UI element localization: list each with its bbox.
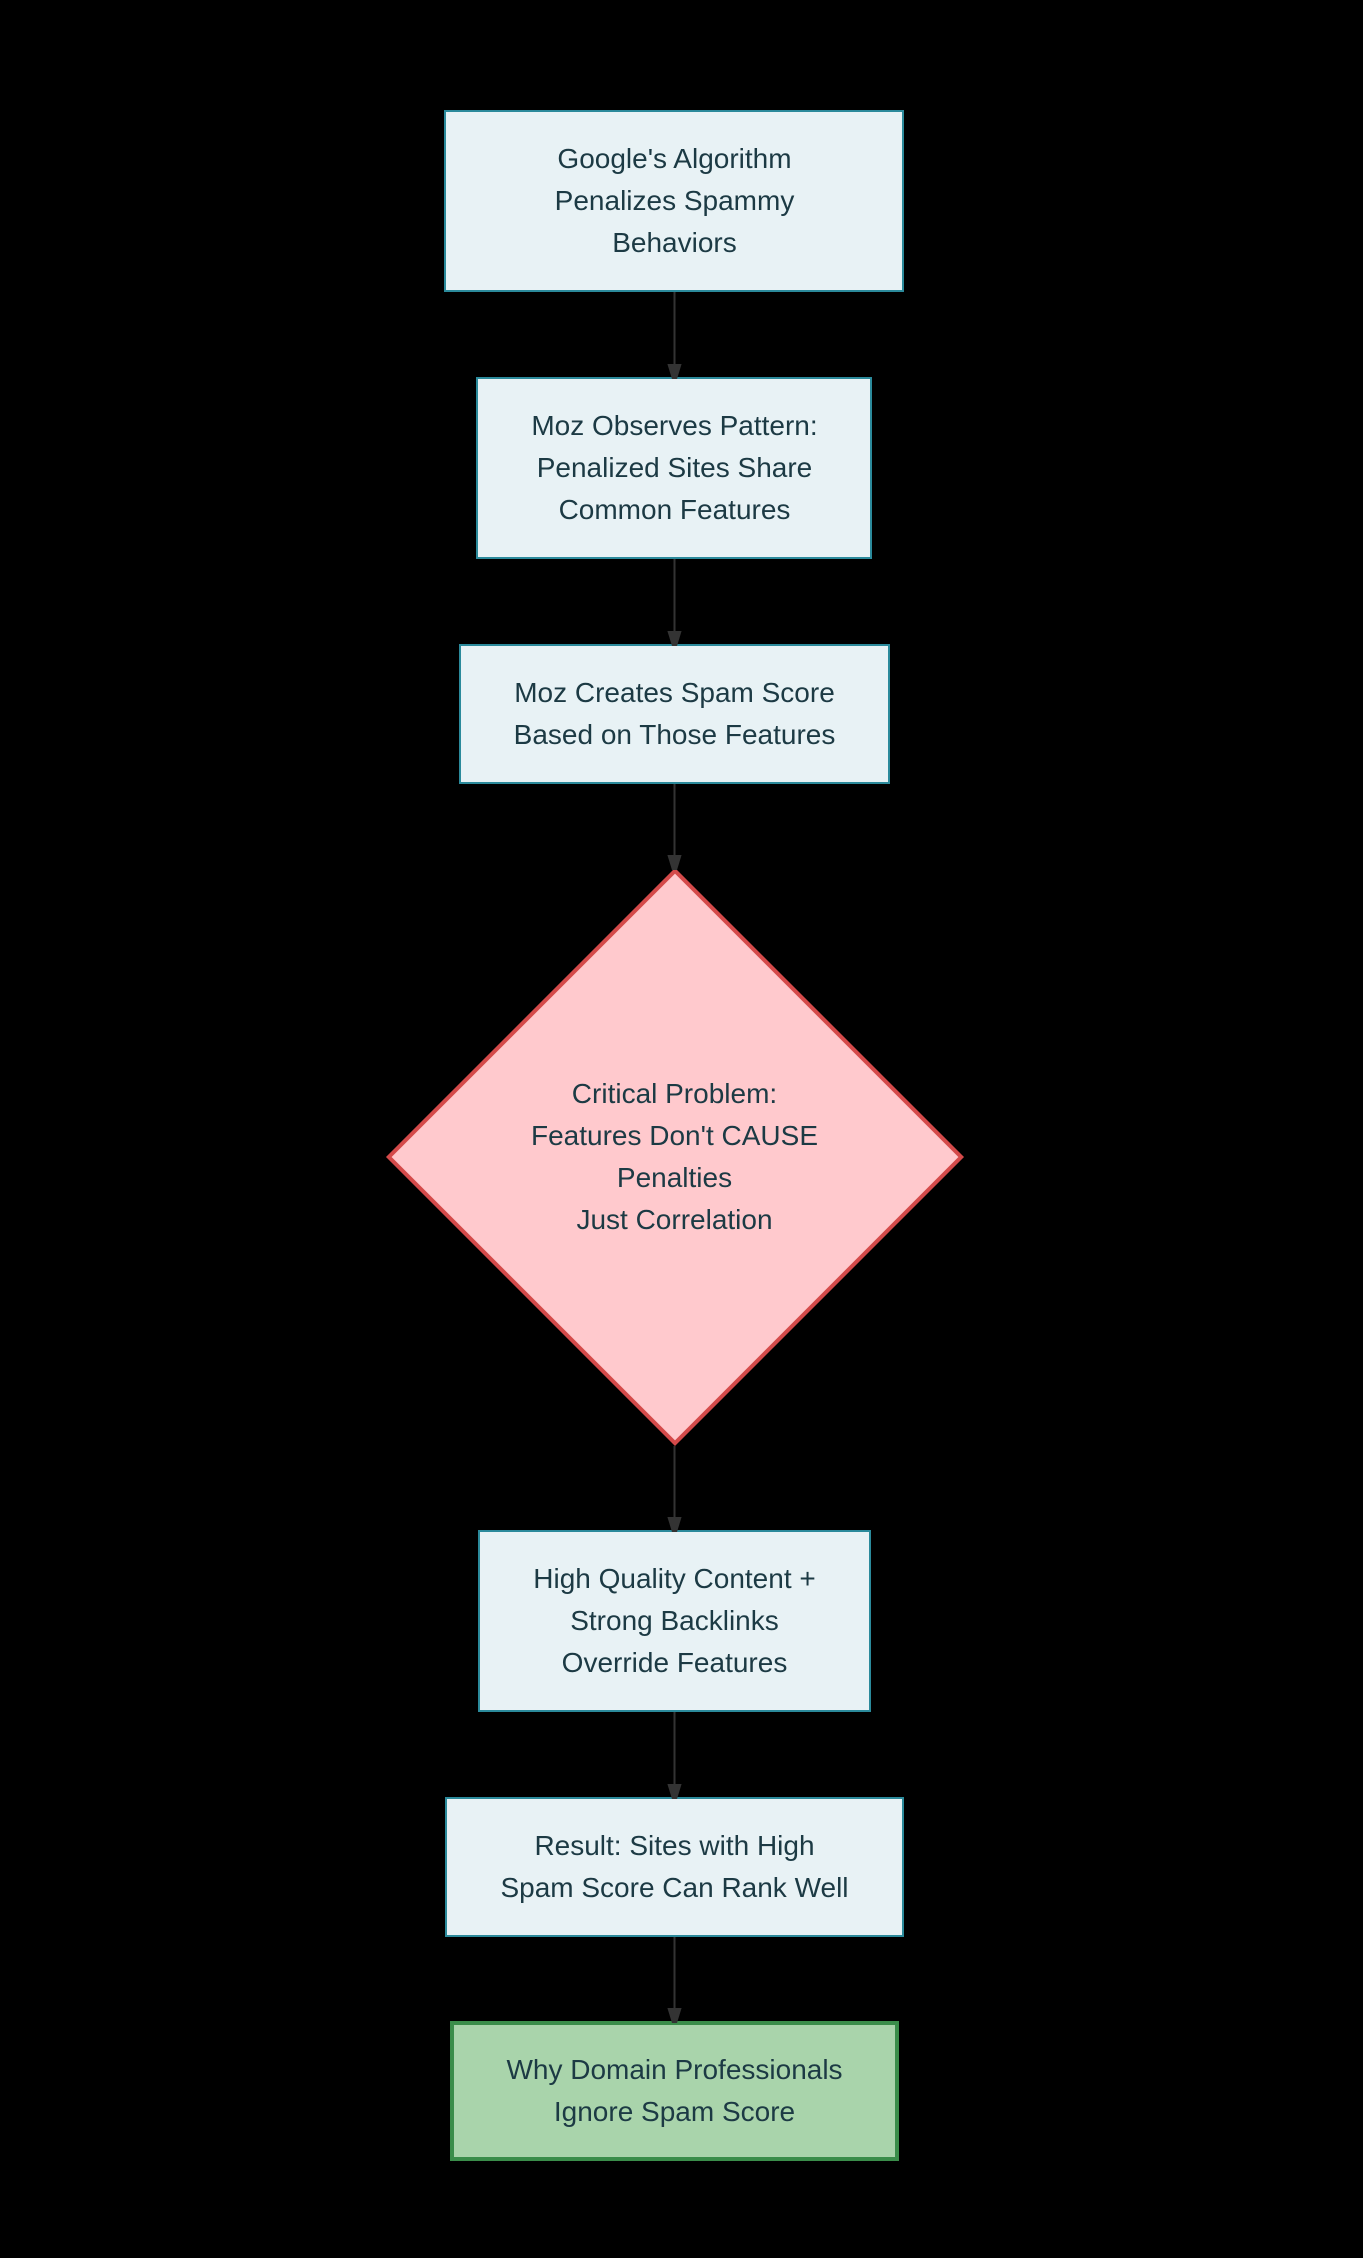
svg-text:Override Features: Override Features xyxy=(562,1647,788,1678)
svg-text:Google's Algorithm: Google's Algorithm xyxy=(557,143,791,174)
svg-text:Based on Those Features: Based on Those Features xyxy=(514,719,836,750)
svg-text:Penalizes Spammy: Penalizes Spammy xyxy=(555,185,795,216)
svg-text:Strong Backlinks: Strong Backlinks xyxy=(570,1605,779,1636)
svg-text:High Quality Content +: High Quality Content + xyxy=(533,1563,816,1594)
svg-text:Penalized Sites Share: Penalized Sites Share xyxy=(537,452,813,483)
svg-text:Features Don't CAUSE: Features Don't CAUSE xyxy=(531,1120,818,1151)
svg-text:Moz Creates Spam Score: Moz Creates Spam Score xyxy=(514,677,835,708)
svg-text:Just Correlation: Just Correlation xyxy=(576,1204,772,1235)
svg-text:Moz Observes Pattern:: Moz Observes Pattern: xyxy=(531,410,817,441)
svg-text:Ignore Spam Score: Ignore Spam Score xyxy=(554,2096,795,2127)
svg-text:Behaviors: Behaviors xyxy=(612,227,737,258)
svg-text:Critical Problem:: Critical Problem: xyxy=(572,1078,777,1109)
svg-text:Common Features: Common Features xyxy=(559,494,791,525)
svg-text:Why Domain Professionals: Why Domain Professionals xyxy=(506,2054,842,2085)
svg-text:Result: Sites with High: Result: Sites with High xyxy=(534,1830,814,1861)
svg-text:Spam Score Can Rank Well: Spam Score Can Rank Well xyxy=(500,1872,848,1903)
svg-text:Penalties: Penalties xyxy=(617,1162,732,1193)
